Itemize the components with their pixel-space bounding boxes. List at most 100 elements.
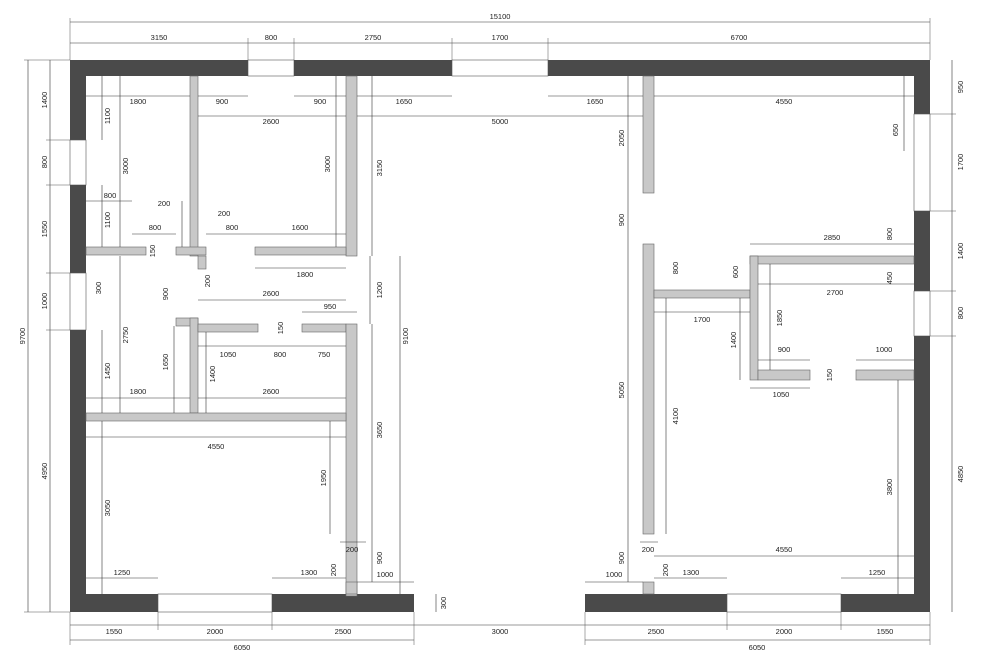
dim-left-2: 800 [40, 156, 49, 169]
dim-label: 950 [324, 302, 337, 311]
dim-label: 200 [218, 209, 231, 218]
iwall-12 [85, 412, 347, 422]
window-right-1 [913, 113, 931, 212]
dim-label: 2750 [121, 327, 130, 344]
iwall-10 [301, 323, 347, 333]
dim-bottom-gap: 3000 [492, 627, 509, 636]
dim-top-5: 6700 [731, 33, 748, 42]
wall-bottom-1 [70, 594, 158, 612]
dim-label: 2600 [263, 289, 280, 298]
dim-label: 4550 [776, 545, 793, 554]
dim-right-3: 1400 [956, 243, 965, 260]
window-right-2 [913, 290, 931, 337]
dim-label: 5050 [617, 382, 626, 399]
dim-label: 3000 [323, 156, 332, 173]
window-bottom-1 [157, 593, 273, 613]
dim-top-1: 3150 [151, 33, 168, 42]
wall-bottom-2 [272, 594, 414, 612]
dim-label: 2700 [827, 288, 844, 297]
dim-bottom-2: 2000 [207, 627, 224, 636]
window-left-2 [69, 272, 87, 331]
dim-label: 450 [885, 272, 894, 285]
dim-label: 1400 [729, 332, 738, 349]
wall-right-2 [914, 211, 930, 291]
dim-bottom-6: 1550 [877, 627, 894, 636]
dim-label: 1000 [606, 570, 623, 579]
dim-label: 200 [203, 275, 212, 288]
dim-label: 1950 [319, 470, 328, 487]
dim-bottom-3: 2500 [335, 627, 352, 636]
dim-label: 200 [158, 199, 171, 208]
dim-label: 200 [642, 545, 655, 554]
wall-bottom-4 [841, 594, 930, 612]
dim-label: 650 [891, 124, 900, 137]
dim-label: 2600 [263, 387, 280, 396]
wall-top-3 [548, 60, 930, 76]
dim-label: 1050 [220, 350, 237, 359]
window-top-2 [451, 59, 549, 77]
dim-label: 300 [439, 597, 448, 610]
dim-label: 9100 [401, 328, 410, 345]
iwall-19 [757, 369, 811, 381]
dim-bottom-4: 2500 [648, 627, 665, 636]
dim-label: 300 [94, 282, 103, 295]
wall-left-1 [70, 60, 86, 140]
dim-label: 800 [226, 223, 239, 232]
dim-top-4: 1700 [492, 33, 509, 42]
dim-label: 1600 [292, 223, 309, 232]
dim-label: 900 [314, 97, 327, 106]
iwall-9 [197, 323, 259, 333]
wall-left-3 [70, 330, 86, 612]
dim-label: 800 [149, 223, 162, 232]
dim-label: 600 [731, 266, 740, 279]
dim-left-5: 4950 [40, 463, 49, 480]
dim-label: 800 [274, 350, 287, 359]
dim-label: 1200 [375, 282, 384, 299]
dim-total-height: 9700 [18, 328, 27, 345]
iwall-17 [749, 255, 915, 265]
dim-label: 900 [617, 214, 626, 227]
dim-label: 750 [318, 350, 331, 359]
iwall-8 [189, 317, 199, 414]
dim-label: 2850 [824, 233, 841, 242]
wall-top-2 [294, 60, 452, 76]
dim-bottom-5: 2000 [776, 627, 793, 636]
window-bottom-2 [726, 593, 842, 613]
dim-label: 1000 [377, 570, 394, 579]
dim-label: 2050 [617, 130, 626, 147]
iwall-14 [642, 75, 655, 194]
dim-label: 1850 [775, 310, 784, 327]
dim-label: 1650 [161, 354, 170, 371]
dim-left-3: 1550 [40, 221, 49, 238]
dim-label: 1000 [876, 345, 893, 354]
window-top-1 [247, 59, 295, 77]
window-left-1 [69, 139, 87, 186]
dim-label: 3050 [103, 500, 112, 517]
dim-label: 1050 [773, 390, 790, 399]
dim-label: 1800 [297, 270, 314, 279]
dim-label: 1450 [103, 363, 112, 380]
wall-left-2 [70, 185, 86, 273]
dim-label: 3650 [375, 422, 384, 439]
iwall-2 [345, 75, 358, 257]
dim-label: 800 [104, 191, 117, 200]
dim-label: 1800 [130, 97, 147, 106]
dim-label: 1100 [103, 212, 112, 228]
dim-top-2: 800 [265, 33, 278, 42]
dim-label: 5000 [492, 117, 509, 126]
dim-right-5: 4850 [956, 466, 965, 483]
dim-label: 150 [825, 369, 834, 382]
dim-label: 4100 [671, 408, 680, 425]
dim-label: 1250 [114, 568, 131, 577]
dim-top-3: 2750 [365, 33, 382, 42]
iwall-21 [642, 581, 655, 595]
dim-label: 1650 [587, 97, 604, 106]
iwall-4 [175, 246, 207, 256]
dim-label: 1400 [208, 366, 217, 383]
iwall-5 [254, 246, 347, 256]
dim-label: 900 [778, 345, 791, 354]
iwall-3 [85, 246, 147, 256]
dim-right-2: 1700 [956, 154, 965, 171]
